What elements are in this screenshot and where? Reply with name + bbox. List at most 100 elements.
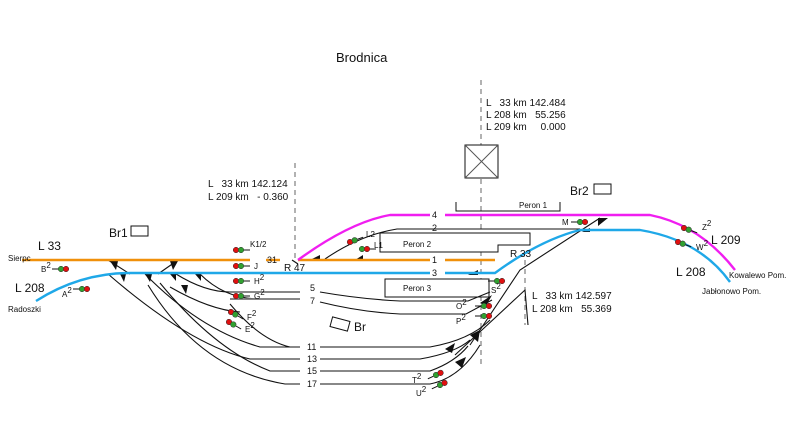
signal-lamp-red [83, 285, 91, 293]
signal-post [357, 236, 364, 240]
line-label-l33: L 33 [38, 239, 61, 253]
signal-k[interactable] [232, 246, 250, 254]
signal-label-m: M [562, 218, 569, 227]
track-label-17: 17 [307, 379, 317, 389]
line-label-l208-east: L 208 [676, 265, 706, 279]
signal-lamp-red [485, 302, 493, 310]
signal-lamp-green [679, 240, 686, 247]
signal-label-superscript: 2 [67, 286, 72, 295]
signal-label-w: W2 [696, 239, 709, 252]
signal-label-u: U2 [416, 385, 427, 398]
signal-w[interactable] [674, 238, 692, 249]
track-17-west [147, 284, 300, 385]
line-209-west [297, 213, 430, 261]
signal-l2[interactable] [346, 235, 364, 246]
signal-lamp-green [237, 277, 245, 285]
signal-label-b: B2 [41, 261, 51, 274]
signal-lamp-green [232, 311, 239, 318]
signal-m[interactable] [571, 218, 589, 226]
signal-lamp-red [485, 312, 493, 320]
track-label-11: 11 [307, 342, 316, 352]
signal-p[interactable] [475, 312, 493, 320]
signal-post [235, 325, 242, 330]
track-5-east [319, 291, 491, 302]
signal-post [685, 244, 692, 248]
destination-sierpc: Sierpc [8, 254, 31, 263]
track-label-1: 1 [432, 255, 437, 265]
signal-box-br1-label: Br1 [109, 226, 128, 240]
signal-label-superscript: 2 [417, 372, 422, 381]
signal-lamp-red [62, 265, 70, 273]
line-208-east [445, 228, 731, 283]
track-2 [324, 228, 580, 260]
signal-label-superscript: 2 [46, 261, 51, 270]
track-label-15: 15 [307, 366, 317, 376]
track-17-east [320, 344, 481, 385]
signal-post [691, 230, 698, 234]
km-center-line1: L 33 km 142.484 [486, 98, 566, 109]
signal-label-superscript: 2 [260, 288, 265, 297]
signal-label-superscript: 2 [252, 309, 257, 318]
signal-f[interactable] [227, 308, 244, 321]
signal-l1[interactable] [358, 245, 376, 253]
km-center-line3: L 209 km 0.000 [486, 122, 566, 133]
track-label-4: 4 [432, 210, 437, 220]
signal-g[interactable] [232, 292, 250, 300]
platform-3 [384, 278, 490, 298]
signal-o[interactable] [475, 302, 493, 310]
signal-label-superscript: 2 [704, 239, 709, 248]
signal-lamp-green [351, 237, 358, 244]
track-13-east [320, 339, 471, 360]
signal-label-l2: L2 [366, 230, 375, 239]
signal-lamp-green [237, 292, 245, 300]
signal-label-a: A2 [62, 286, 72, 299]
signal-label-z: Z2 [702, 219, 712, 232]
km-center-line2: L 208 km 55.256 [486, 110, 566, 121]
signal-label-t: T2 [412, 372, 422, 385]
signal-label-e: E2 [245, 321, 255, 334]
signal-a[interactable] [73, 285, 91, 293]
platform-1 [455, 202, 561, 212]
track-11-west [144, 273, 300, 348]
signal-lamp-red [441, 379, 448, 386]
line-label-l209: L 209 [711, 233, 741, 247]
station-building-icon [464, 144, 499, 179]
signal-lamp-green [237, 262, 245, 270]
track-7-east [319, 299, 493, 315]
signal-box-br-label: Br [354, 320, 366, 334]
signal-z[interactable] [680, 224, 698, 235]
signal-label-g: G2 [254, 288, 265, 301]
track-label-7: 7 [310, 296, 315, 306]
signal-u[interactable] [431, 379, 449, 391]
destination-kowalewo: Kowalewo Pom. [729, 271, 786, 280]
km-east-line2: L 208 km 55.369 [532, 304, 612, 315]
signal-label-superscript: 2 [260, 273, 265, 282]
signal-h[interactable] [232, 277, 250, 285]
signal-b[interactable] [52, 265, 70, 273]
signal-lamp-green [685, 226, 692, 233]
track-label-13: 13 [307, 354, 317, 364]
track-15-west [159, 282, 300, 372]
km-west-line1: L 33 km 142.124 [208, 179, 288, 190]
junction-r33: R 33 [510, 249, 532, 260]
destination-radoszki: Radoszki [8, 305, 41, 314]
signal-label-superscript: 2 [461, 313, 466, 322]
signal-lamp-red [437, 369, 444, 376]
signal-box-br1-icon [130, 225, 149, 237]
track-label-31: 31 [267, 255, 277, 265]
signal-j[interactable] [232, 262, 250, 270]
signal-s[interactable] [488, 277, 506, 285]
signal-label-f: F2 [247, 309, 257, 322]
signal-post [237, 315, 244, 320]
signal-box-br2-label: Br2 [570, 184, 589, 198]
signal-label-superscript: 2 [462, 298, 467, 307]
signal-e[interactable] [225, 318, 242, 331]
signal-box-br-icon [329, 316, 351, 332]
platform-2 [379, 232, 531, 253]
signal-lamp-red [363, 245, 371, 253]
signal-label-superscript: 2 [250, 321, 255, 330]
signal-post [431, 385, 438, 390]
signal-lamp-red [498, 277, 506, 285]
signal-lamp-green [237, 246, 245, 254]
signal-t[interactable] [427, 369, 445, 381]
